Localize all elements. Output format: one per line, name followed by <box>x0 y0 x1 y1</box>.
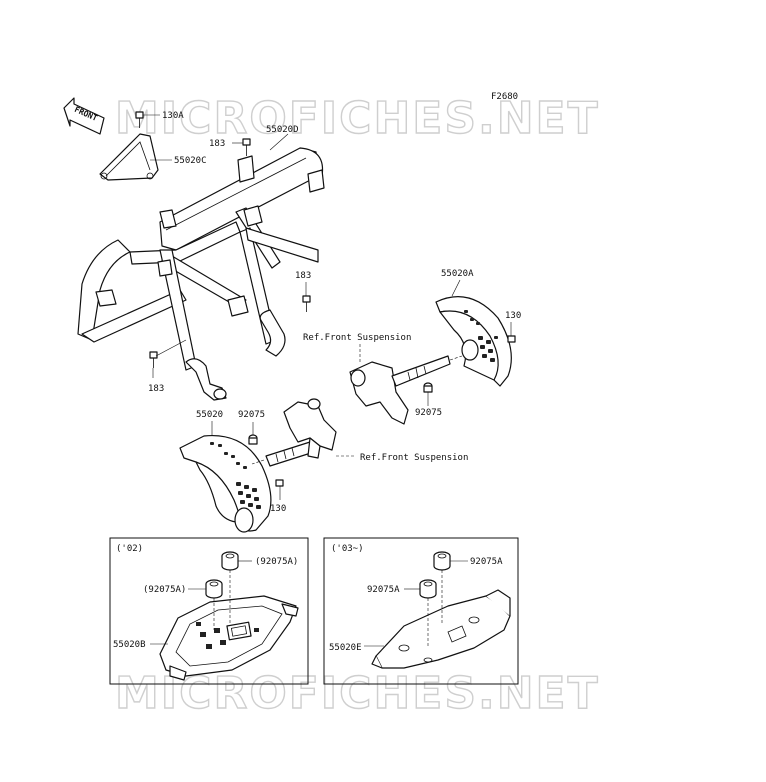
inset-box-02 <box>109 537 309 685</box>
label-130-right: 130 <box>505 311 521 321</box>
inset-02-year: ('02) <box>116 544 143 554</box>
collar-92075a-top-left-icon <box>221 551 252 571</box>
watermark-top: MICROFICHES.NET <box>115 93 600 144</box>
inset-02-label-92075a-mid: (92075A) <box>143 585 186 595</box>
label-183-mid: 183 <box>295 271 311 281</box>
inset-03-year: ('03~) <box>331 544 364 554</box>
collar-92075-left-icon <box>248 422 258 445</box>
skid-plate-55020e <box>364 570 511 669</box>
inset-03-label-55020e: 55020E <box>329 643 362 653</box>
label-130-left: 130 <box>270 504 286 514</box>
leader-55020d <box>269 133 289 151</box>
inset-03-label-92075a-top: 92075A <box>470 557 503 567</box>
inset-02-label-55020b: 55020B <box>113 640 146 650</box>
collar-92075a-mid-left-icon <box>188 579 223 599</box>
disc-guard-55020a <box>435 296 512 387</box>
bolt-183-mid-icon <box>302 282 311 312</box>
disc-guard-55020 <box>179 434 272 533</box>
screw-130a-icon <box>135 111 160 128</box>
guard-frame-55020d <box>77 147 325 401</box>
label-92075-right: 92075 <box>415 408 442 418</box>
bolt-183-top-icon <box>232 138 251 156</box>
label-55020: 55020 <box>196 410 223 420</box>
collar-92075a-mid-right-icon <box>404 579 437 599</box>
figure-id: F2680 <box>491 92 518 102</box>
label-183-top: 183 <box>209 139 225 149</box>
label-55020d: 55020D <box>266 125 299 135</box>
label-55020a: 55020A <box>441 269 474 279</box>
label-183-bottom: 183 <box>148 384 164 394</box>
leader-55020a <box>451 279 461 297</box>
inset-03-label-92075a-mid: 92075A <box>367 585 400 595</box>
collar-92075-right-icon <box>423 382 433 406</box>
label-55020c: 55020C <box>174 156 207 166</box>
label-ref-front-suspension-upper: Ref.Front Suspension <box>303 333 411 343</box>
skid-plate-55020b <box>150 570 299 681</box>
bolt-130-right-icon <box>507 322 516 343</box>
label-ref-front-suspension-lower: Ref.Front Suspension <box>360 453 468 463</box>
knuckle-upper <box>349 355 463 425</box>
bracket-55020c-icon <box>99 133 172 181</box>
label-130a: 130A <box>162 111 184 121</box>
knuckle-lower <box>251 398 337 467</box>
collar-92075a-top-right-icon <box>433 551 468 571</box>
bolt-130-left-icon <box>275 479 284 500</box>
inset-box-03 <box>323 537 519 685</box>
inset-02-label-92075a-top: (92075A) <box>255 557 298 567</box>
front-arrow-icon: FRONT <box>63 97 105 135</box>
bolt-183-bottom-icon <box>149 339 187 378</box>
label-92075-left: 92075 <box>238 410 265 420</box>
